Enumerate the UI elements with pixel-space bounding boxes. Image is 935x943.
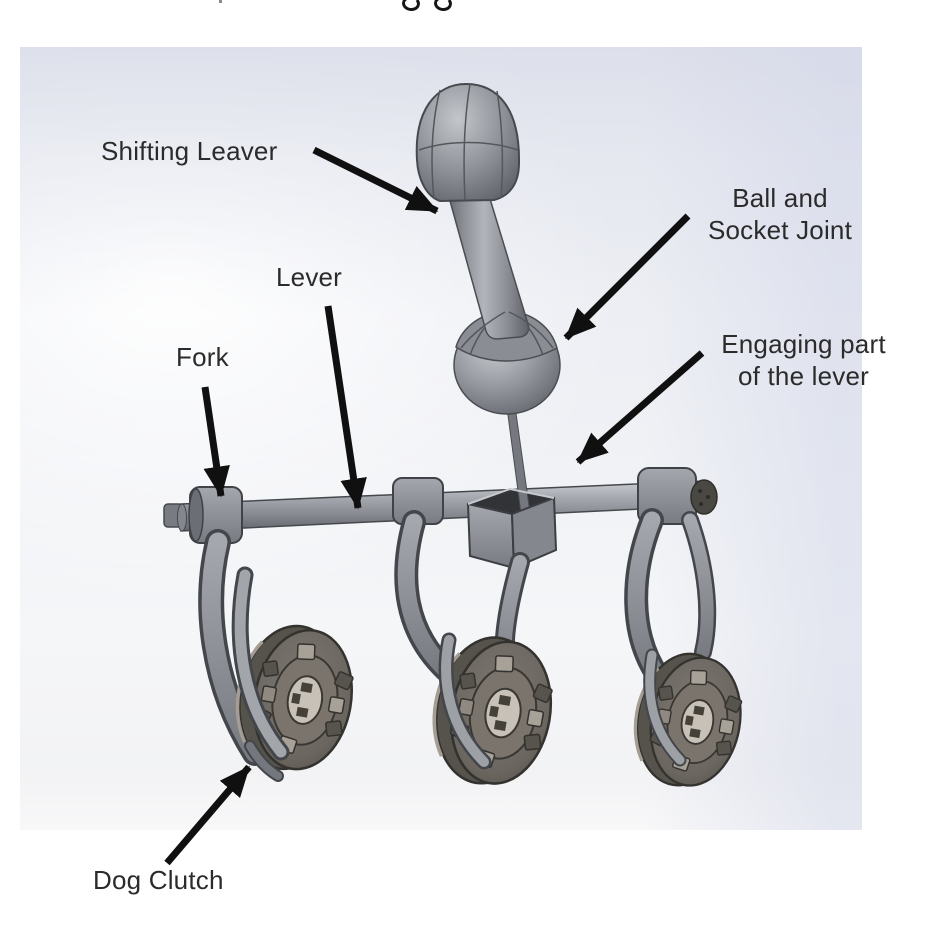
- knurled-end: [690, 479, 718, 515]
- engaging-bracket: [466, 487, 558, 570]
- arrow-fork: [201, 386, 230, 498]
- arrow-ball-socket-joint: [563, 213, 691, 341]
- label-lever: Lever: [276, 262, 343, 292]
- label-fork: Fork: [176, 342, 229, 372]
- arrow-engaging-part: [575, 350, 705, 465]
- arrow-shifting-lever: [312, 146, 439, 215]
- fork-middle-band: [438, 632, 492, 770]
- fork-right-band: [643, 648, 687, 767]
- arrow-lever: [324, 305, 367, 510]
- label-ball-socket-line1: Ball and: [732, 183, 828, 213]
- fork-left-band: [231, 566, 290, 782]
- label-engaging-part: Engaging part of the lever: [706, 328, 901, 392]
- label-engaging-line1: Engaging part: [721, 329, 886, 359]
- fork-right-hub: [637, 467, 718, 525]
- label-shifting-lever: Shifting Leaver: [101, 136, 278, 166]
- label-ball-socket-line2: Socket Joint: [707, 215, 853, 245]
- cropped-text-fragment: [219, 0, 222, 3]
- label-dog-clutch: Dog Clutch: [93, 865, 224, 895]
- label-ball-socket-joint: Ball and Socket Joint: [690, 182, 870, 246]
- socket-seams: [460, 311, 554, 356]
- arrow-dog-clutch: [164, 764, 252, 866]
- shifting-lever-knob: [415, 82, 521, 203]
- label-engaging-line2: of the lever: [737, 361, 870, 391]
- ball-and-socket-joint: [453, 310, 561, 415]
